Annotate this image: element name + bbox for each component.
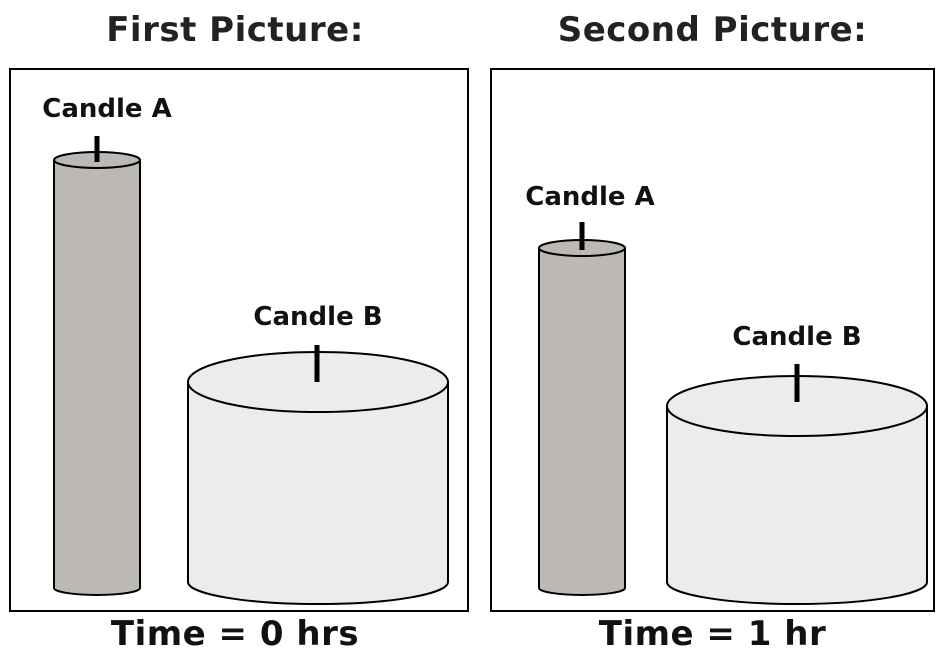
second-candle-a: Candle A bbox=[525, 182, 655, 596]
first-candle-b-label: Candle B bbox=[253, 302, 382, 332]
second-candle-b: Candle B bbox=[666, 322, 928, 605]
first-candle-a: Candle A bbox=[42, 94, 172, 596]
first-candle-b: Candle B bbox=[187, 302, 449, 605]
second-picture-time: Time = 1 hr bbox=[598, 614, 827, 654]
first-picture-heading: First Picture: bbox=[106, 10, 364, 50]
first-candle-a-label: Candle A bbox=[42, 94, 171, 124]
second-candle-a-label: Candle A bbox=[525, 182, 654, 212]
second-picture-heading: Second Picture: bbox=[557, 10, 868, 50]
second-candle-b-label: Candle B bbox=[732, 322, 861, 352]
first-picture-time: Time = 0 hrs bbox=[110, 614, 360, 654]
